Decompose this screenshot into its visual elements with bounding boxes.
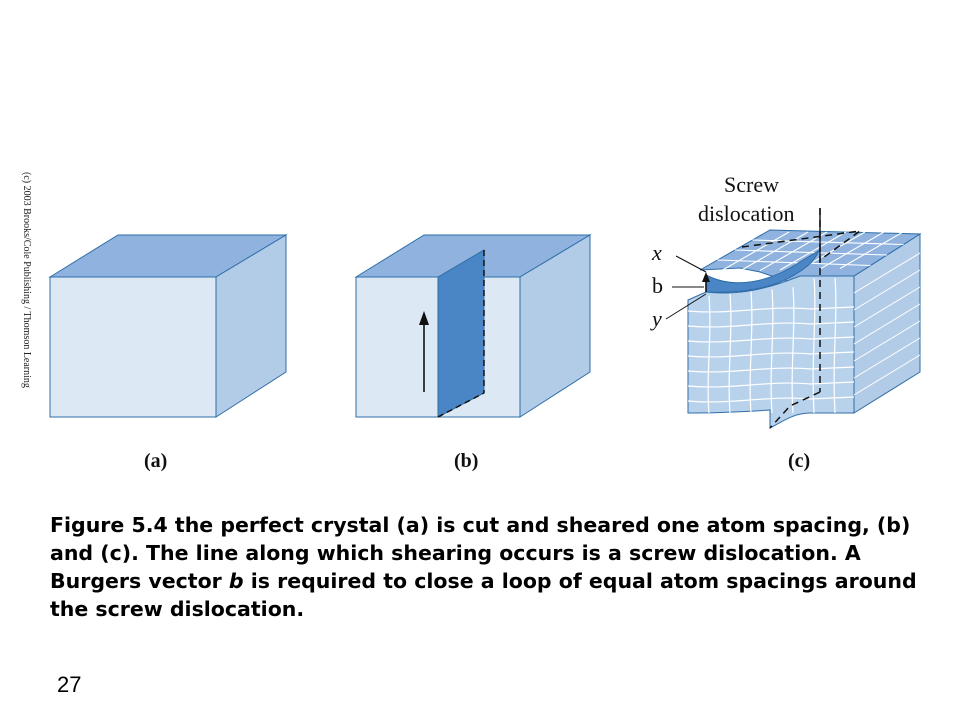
lattice-line — [752, 239, 904, 246]
lattice-line — [687, 306, 855, 313]
panel-b-crystal — [354, 234, 592, 418]
lattice-line — [734, 249, 888, 256]
lattice-line — [687, 336, 855, 343]
annotation-b: b — [652, 273, 663, 298]
caption-text-2: is required to close a loop of equal ato… — [50, 569, 917, 621]
screw-dislocation-label-line1: Screw — [724, 172, 779, 197]
crystal-c-top-grid — [717, 231, 904, 272]
figure-caption: Figure 5.4 the perfect crystal (a) is cu… — [50, 511, 930, 623]
page-number: 27 — [57, 672, 82, 697]
lattice-line — [853, 303, 921, 345]
lattice-line — [687, 321, 855, 328]
lattice-line — [779, 231, 847, 271]
figure-svg — [48, 208, 922, 429]
caption-text-1: Figure 5.4 the perfect crystal (a) is cu… — [50, 513, 911, 593]
lattice-line — [839, 231, 904, 269]
lattice-line — [707, 295, 711, 414]
dislocation-step — [705, 249, 821, 293]
lattice-line — [853, 286, 921, 328]
lattice-line — [853, 320, 921, 362]
burgers-vector-arrowhead-icon — [702, 272, 710, 282]
lattice-line — [812, 277, 816, 414]
lattice-line — [728, 293, 732, 414]
lattice-line — [853, 269, 921, 311]
annotation-y: y — [652, 306, 662, 331]
lattice-line — [749, 291, 753, 414]
lattice-line — [853, 337, 921, 379]
pointer-x — [675, 255, 707, 273]
lattice-line — [759, 231, 828, 271]
screw-dislocation-label-line2: dislocation — [698, 201, 795, 226]
lattice-line — [833, 277, 837, 414]
crystal-c-front-grid — [687, 252, 921, 414]
dislocation-dashed-bottom — [769, 391, 821, 429]
caption-italic-b: b — [228, 569, 244, 593]
copyright-notice: (c) 2003 Brooks/Cole Publishing / Thomso… — [21, 172, 32, 388]
lattice-line — [853, 252, 921, 294]
lattice-line — [853, 354, 921, 396]
dislocation-dashed-top — [741, 230, 861, 261]
panel-label-c: (c) — [788, 450, 811, 472]
panel-label-b: (b) — [454, 450, 479, 472]
annotation-x: x — [652, 240, 662, 265]
lattice-line — [687, 381, 855, 388]
lattice-line — [687, 366, 855, 373]
lattice-line — [687, 351, 855, 358]
shear-arrowhead-icon — [419, 311, 429, 325]
lattice-line — [717, 259, 871, 267]
panel-label-a: (a) — [144, 450, 168, 472]
panel-a-crystal — [48, 234, 288, 418]
crystal-a-front-face — [49, 276, 217, 418]
pointer-y — [665, 293, 707, 320]
panel-c-crystal — [665, 208, 922, 429]
cut-plane — [437, 249, 485, 418]
lattice-line — [719, 231, 790, 272]
lattice-line — [819, 231, 885, 270]
cut-plane-dashed-bottom — [437, 392, 485, 418]
